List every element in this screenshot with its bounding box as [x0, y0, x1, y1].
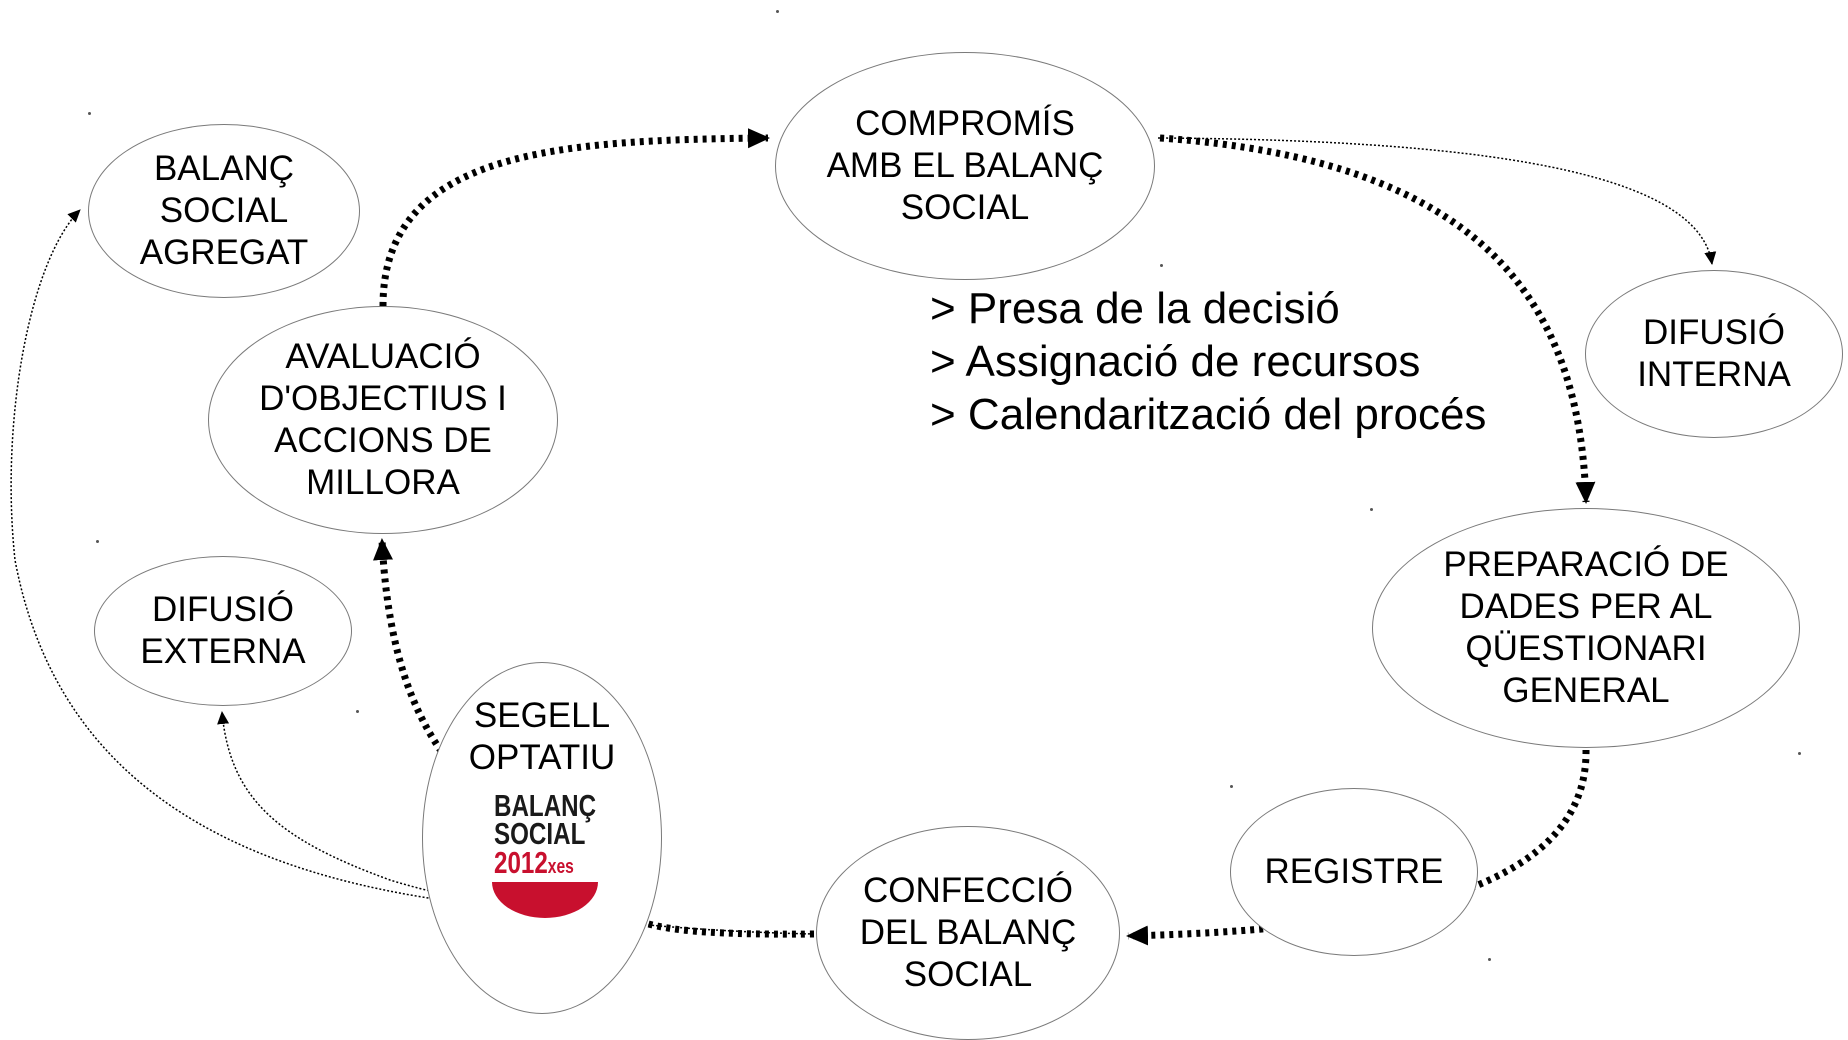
- scan-speck: [1160, 264, 1163, 267]
- arrow-confeccio-to-segell: [617, 907, 815, 938]
- node-confeccio: CONFECCIÓ DEL BALANÇ SOCIAL: [816, 826, 1120, 1040]
- step-item: > Presa de la decisió: [930, 284, 1340, 333]
- logo-suffix: xes: [547, 856, 574, 878]
- scan-speck: [1488, 958, 1491, 961]
- node-segell-optatiu: SEGELL OPTATIU: [422, 662, 662, 1014]
- node-confeccio-label: CONFECCIÓ DEL BALANÇ SOCIAL: [859, 871, 1077, 994]
- logo-line-3: 2012xes: [494, 847, 574, 883]
- scan-speck: [1370, 508, 1373, 511]
- logo-year: 2012: [494, 845, 548, 880]
- node-difusio-interna-label: DIFUSIÓ INTERNA: [1637, 313, 1791, 394]
- scan-speck: [88, 112, 91, 115]
- node-avaluacio: AVALUACIÓ D'OBJECTIUS I ACCIONS DE MILLO…: [208, 306, 558, 534]
- scan-speck: [96, 540, 99, 543]
- node-balanc-social-agregat-label: BALANÇ SOCIAL AGREGAT: [139, 149, 309, 272]
- node-compromis-label: COMPROMÍS AMB EL BALANÇ SOCIAL: [826, 104, 1104, 227]
- node-preparacio: PREPARACIÓ DE DADES PER AL QÜESTIONARI G…: [1372, 508, 1800, 748]
- step-item: > Assignació de recursos: [930, 337, 1421, 386]
- balanc-social-logo: BALANÇ SOCIAL 2012xes: [490, 790, 600, 920]
- node-compromis: COMPROMÍS AMB EL BALANÇ SOCIAL: [775, 52, 1155, 280]
- node-difusio-interna: DIFUSIÓ INTERNA: [1585, 270, 1843, 438]
- node-difusio-externa: DIFUSIÓ EXTERNA: [94, 556, 352, 706]
- scan-speck: [1230, 785, 1233, 788]
- node-avaluacio-label: AVALUACIÓ D'OBJECTIUS I ACCIONS DE MILLO…: [259, 337, 507, 502]
- logo-line-2: SOCIAL: [494, 816, 586, 851]
- logo-line-1: BALANÇ: [494, 788, 597, 823]
- arrow-preparacio-to-confeccio: [1126, 749, 1590, 946]
- scan-speck: [776, 10, 779, 13]
- scan-speck: [1798, 752, 1801, 755]
- node-difusio-externa-label: DIFUSIÓ EXTERNA: [140, 590, 306, 671]
- scan-speck: [356, 710, 359, 713]
- step-item: > Calendarització del procés: [930, 390, 1487, 439]
- node-balanc-social-agregat: BALANÇ SOCIAL AGREGAT: [88, 124, 360, 298]
- logo-half-circle: [492, 882, 598, 918]
- arrow-to-difusio-externa: [217, 711, 815, 935]
- node-registre-label: REGISTRE: [1264, 852, 1444, 891]
- arrow-avaluacio-to-compromis: [379, 128, 770, 307]
- node-registre: REGISTRE: [1230, 788, 1478, 956]
- decision-steps-list: > Presa de la decisió > Assignació de re…: [930, 282, 1486, 441]
- arrow-compromis-to-difusio-interna: [1157, 137, 1717, 265]
- node-preparacio-label: PREPARACIÓ DE DADES PER AL QÜESTIONARI G…: [1443, 545, 1729, 710]
- node-segell-optatiu-label: SEGELL OPTATIU: [468, 696, 616, 777]
